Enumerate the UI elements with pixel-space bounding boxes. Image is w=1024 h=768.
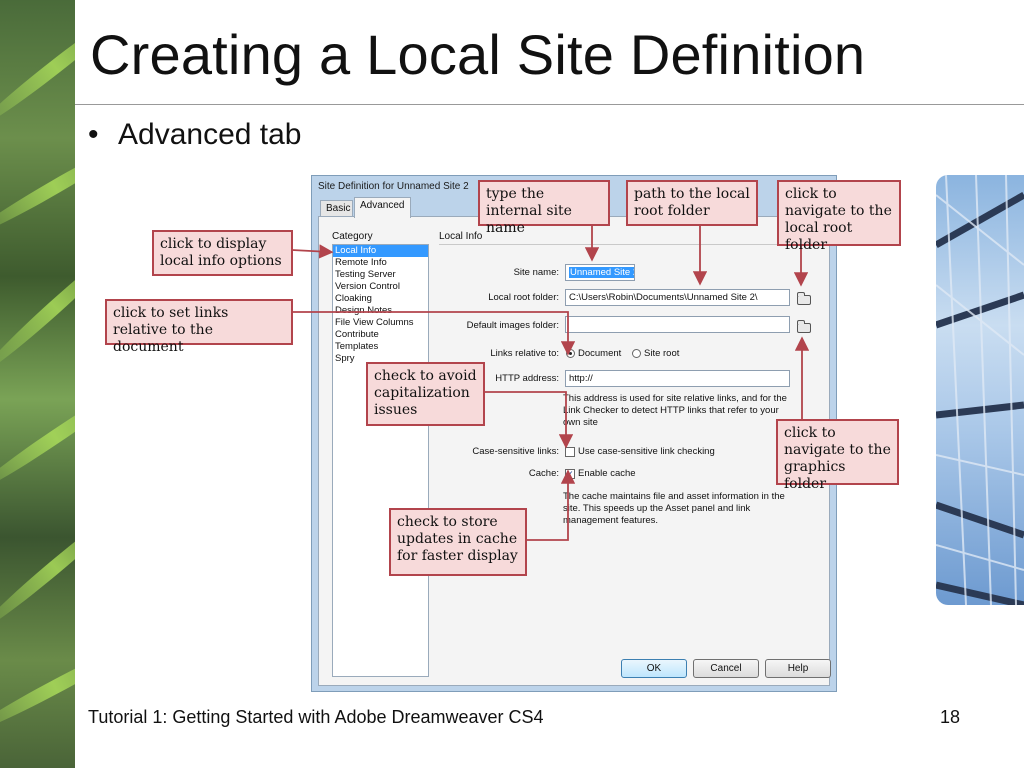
section-divider: [439, 244, 824, 245]
category-item-design-notes[interactable]: Design Notes: [335, 305, 393, 316]
default-images-label: Default images folder:: [466, 320, 559, 331]
case-sensitive-label: Case-sensitive links:: [472, 446, 559, 457]
category-item-contribute[interactable]: Contribute: [335, 329, 379, 340]
http-address-label: HTTP address:: [495, 373, 559, 384]
decorative-grass-strip: [0, 0, 75, 768]
callout-site-name: type the internal site name: [478, 180, 610, 236]
cache-note: The cache maintains file and asset infor…: [563, 491, 785, 526]
category-label: Category: [332, 231, 373, 242]
section-label: Local Info: [439, 231, 483, 242]
category-list: Local Info Remote Info Testing Server Ve…: [332, 244, 429, 677]
cache-option: Enable cache: [578, 468, 636, 479]
bullet-text: Advanced tab: [118, 118, 302, 151]
callout-navigate-root: click to navigate to the local root fold…: [777, 180, 901, 253]
category-item-templates[interactable]: Templates: [335, 341, 379, 352]
bullet-dot: •: [88, 118, 99, 151]
category-item-spry[interactable]: Spry: [335, 353, 355, 364]
ok-button[interactable]: OK: [621, 659, 687, 678]
bullet-item: • Advanced tab: [88, 118, 301, 152]
local-root-folder-icon[interactable]: [797, 292, 811, 305]
slide-title: Creating a Local Site Definition: [90, 23, 866, 86]
title-divider: [75, 104, 1024, 105]
local-root-input[interactable]: C:\Users\Robin\Documents\Unnamed Site 2\: [565, 289, 790, 306]
category-item-file-view-columns[interactable]: File View Columns: [335, 317, 414, 328]
callout-links-relative: click to set links relative to the docum…: [105, 299, 293, 355]
slide-footer: Tutorial 1: Getting Started with Adobe D…: [88, 707, 544, 727]
radio-document-label: Document: [578, 348, 622, 359]
site-name-value: Unnamed Site 2: [569, 267, 634, 278]
cache-label: Cache:: [528, 468, 559, 479]
default-images-input[interactable]: [565, 316, 790, 333]
radio-site-root[interactable]: [632, 349, 641, 358]
callout-graphics-folder: click to navigate to the graphics folder: [776, 419, 899, 492]
callout-capitalization: check to avoid capitalization issues: [366, 362, 485, 426]
tab-advanced[interactable]: Advanced: [354, 197, 411, 218]
images-folder-icon[interactable]: [797, 320, 811, 333]
category-item-testing-server[interactable]: Testing Server: [335, 269, 396, 280]
category-item-version-control[interactable]: Version Control: [335, 281, 400, 292]
category-item-local-info[interactable]: Local Info: [333, 245, 428, 257]
links-relative-label: Links relative to:: [490, 348, 559, 359]
decorative-structure-photo: [936, 175, 1024, 605]
callout-local-root: path to the local root folder: [626, 180, 758, 226]
radio-site-root-label: Site root: [644, 348, 680, 359]
http-address-note: This address is used for site relative l…: [563, 393, 787, 428]
page-number: 18: [940, 707, 961, 727]
case-sensitive-option: Use case-sensitive link checking: [578, 446, 715, 457]
site-name-label: Site name:: [513, 267, 559, 278]
cancel-button[interactable]: Cancel: [693, 659, 759, 678]
category-item-remote-info[interactable]: Remote Info: [335, 257, 387, 268]
local-root-label: Local root folder:: [488, 292, 559, 303]
help-button[interactable]: Help: [765, 659, 831, 678]
callout-local-info: click to display local info options: [152, 230, 293, 276]
callout-cache: check to store updates in cache for fast…: [389, 508, 527, 576]
category-item-cloaking[interactable]: Cloaking: [335, 293, 372, 304]
tab-basic[interactable]: Basic: [320, 200, 353, 218]
http-address-input[interactable]: http://: [565, 370, 790, 387]
site-definition-dialog: Site Definition for Unnamed Site 2 Basic…: [311, 175, 837, 692]
dialog-title: Site Definition for Unnamed Site 2: [318, 181, 469, 192]
site-name-input[interactable]: Unnamed Site 2: [565, 264, 635, 281]
